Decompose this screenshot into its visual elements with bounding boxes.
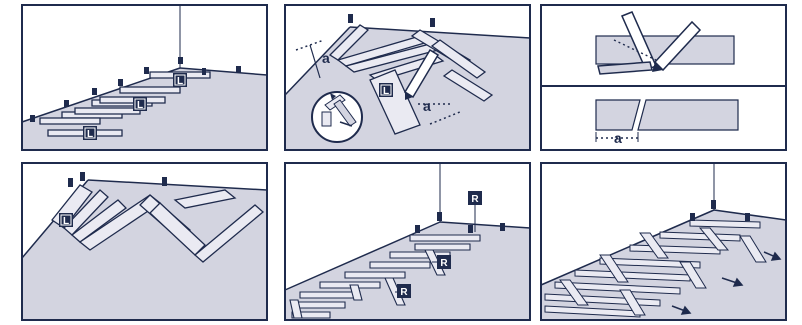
svg-text:a: a (614, 130, 622, 146)
svg-text:L: L (87, 129, 93, 140)
panel-4: L (22, 163, 267, 320)
svg-text:L: L (137, 100, 143, 111)
right-plank-badge: R (395, 284, 411, 298)
svg-text:a: a (423, 98, 431, 114)
svg-text:a: a (322, 50, 330, 66)
magnifier-detail (312, 92, 362, 142)
left-plank-badge: L (59, 213, 73, 227)
svg-text:R: R (471, 194, 479, 205)
panel-2: L a a (285, 5, 530, 150)
svg-text:L: L (383, 86, 389, 97)
left-plank-badge: L (133, 97, 147, 111)
svg-text:R: R (440, 258, 448, 269)
svg-text:R: R (400, 287, 408, 298)
svg-text:L: L (63, 216, 69, 227)
left-plank-badge: L (83, 126, 97, 140)
panel-6 (541, 163, 786, 320)
left-plank-badge: L (379, 83, 393, 97)
svg-text:L: L (177, 76, 183, 87)
panel-5: R R R (285, 163, 530, 320)
left-plank-badge: L (173, 73, 187, 87)
panel-1: L L L (22, 5, 267, 150)
panel-3: a (541, 5, 786, 150)
